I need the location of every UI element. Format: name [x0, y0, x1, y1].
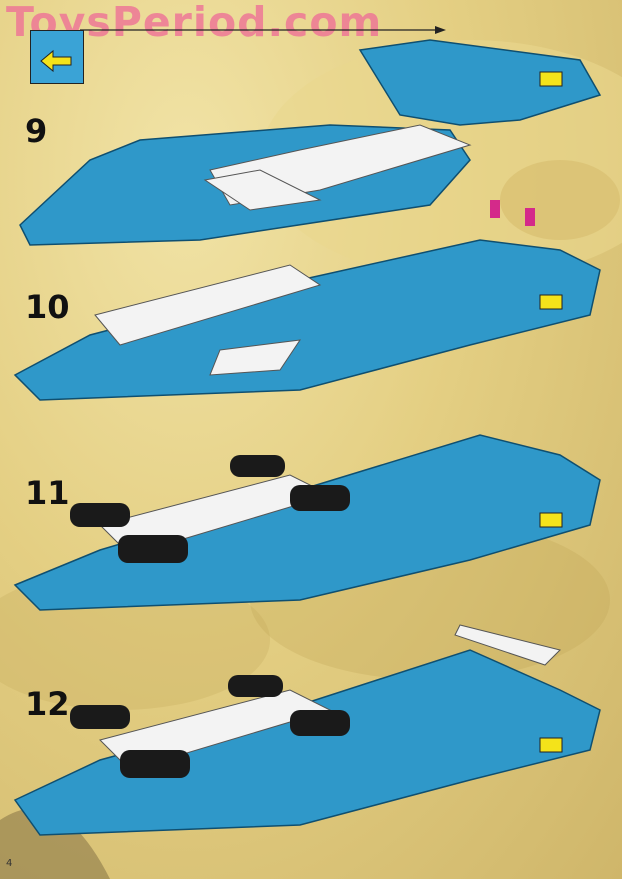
- engine: [290, 710, 350, 736]
- step-number: 11: [25, 474, 70, 512]
- engine: [118, 535, 188, 563]
- ship-model-step-10: [13, 200, 601, 401]
- engine: [70, 503, 130, 527]
- arrow-icon: [539, 737, 563, 753]
- engine: [120, 750, 190, 778]
- step-number: 12: [25, 685, 70, 723]
- arrow-icon: [40, 49, 72, 73]
- page-number: 4: [6, 858, 13, 869]
- step-number: 9: [25, 112, 48, 150]
- callout-arrow: [80, 26, 446, 34]
- ship-model-step-9: [19, 39, 602, 246]
- pink-part: [490, 200, 500, 218]
- engine: [290, 485, 350, 511]
- arrow-icon: [539, 512, 563, 528]
- engine: [228, 675, 283, 697]
- step-number: 10: [25, 288, 70, 326]
- part-callout-box: [30, 30, 84, 84]
- arrow-icon: [539, 294, 563, 310]
- pink-part: [525, 208, 535, 226]
- ship-model-step-11: [13, 434, 601, 611]
- ship-model-step-12: [13, 624, 601, 836]
- arrow-icon: [539, 71, 563, 87]
- engine: [230, 455, 285, 477]
- engine: [70, 705, 130, 729]
